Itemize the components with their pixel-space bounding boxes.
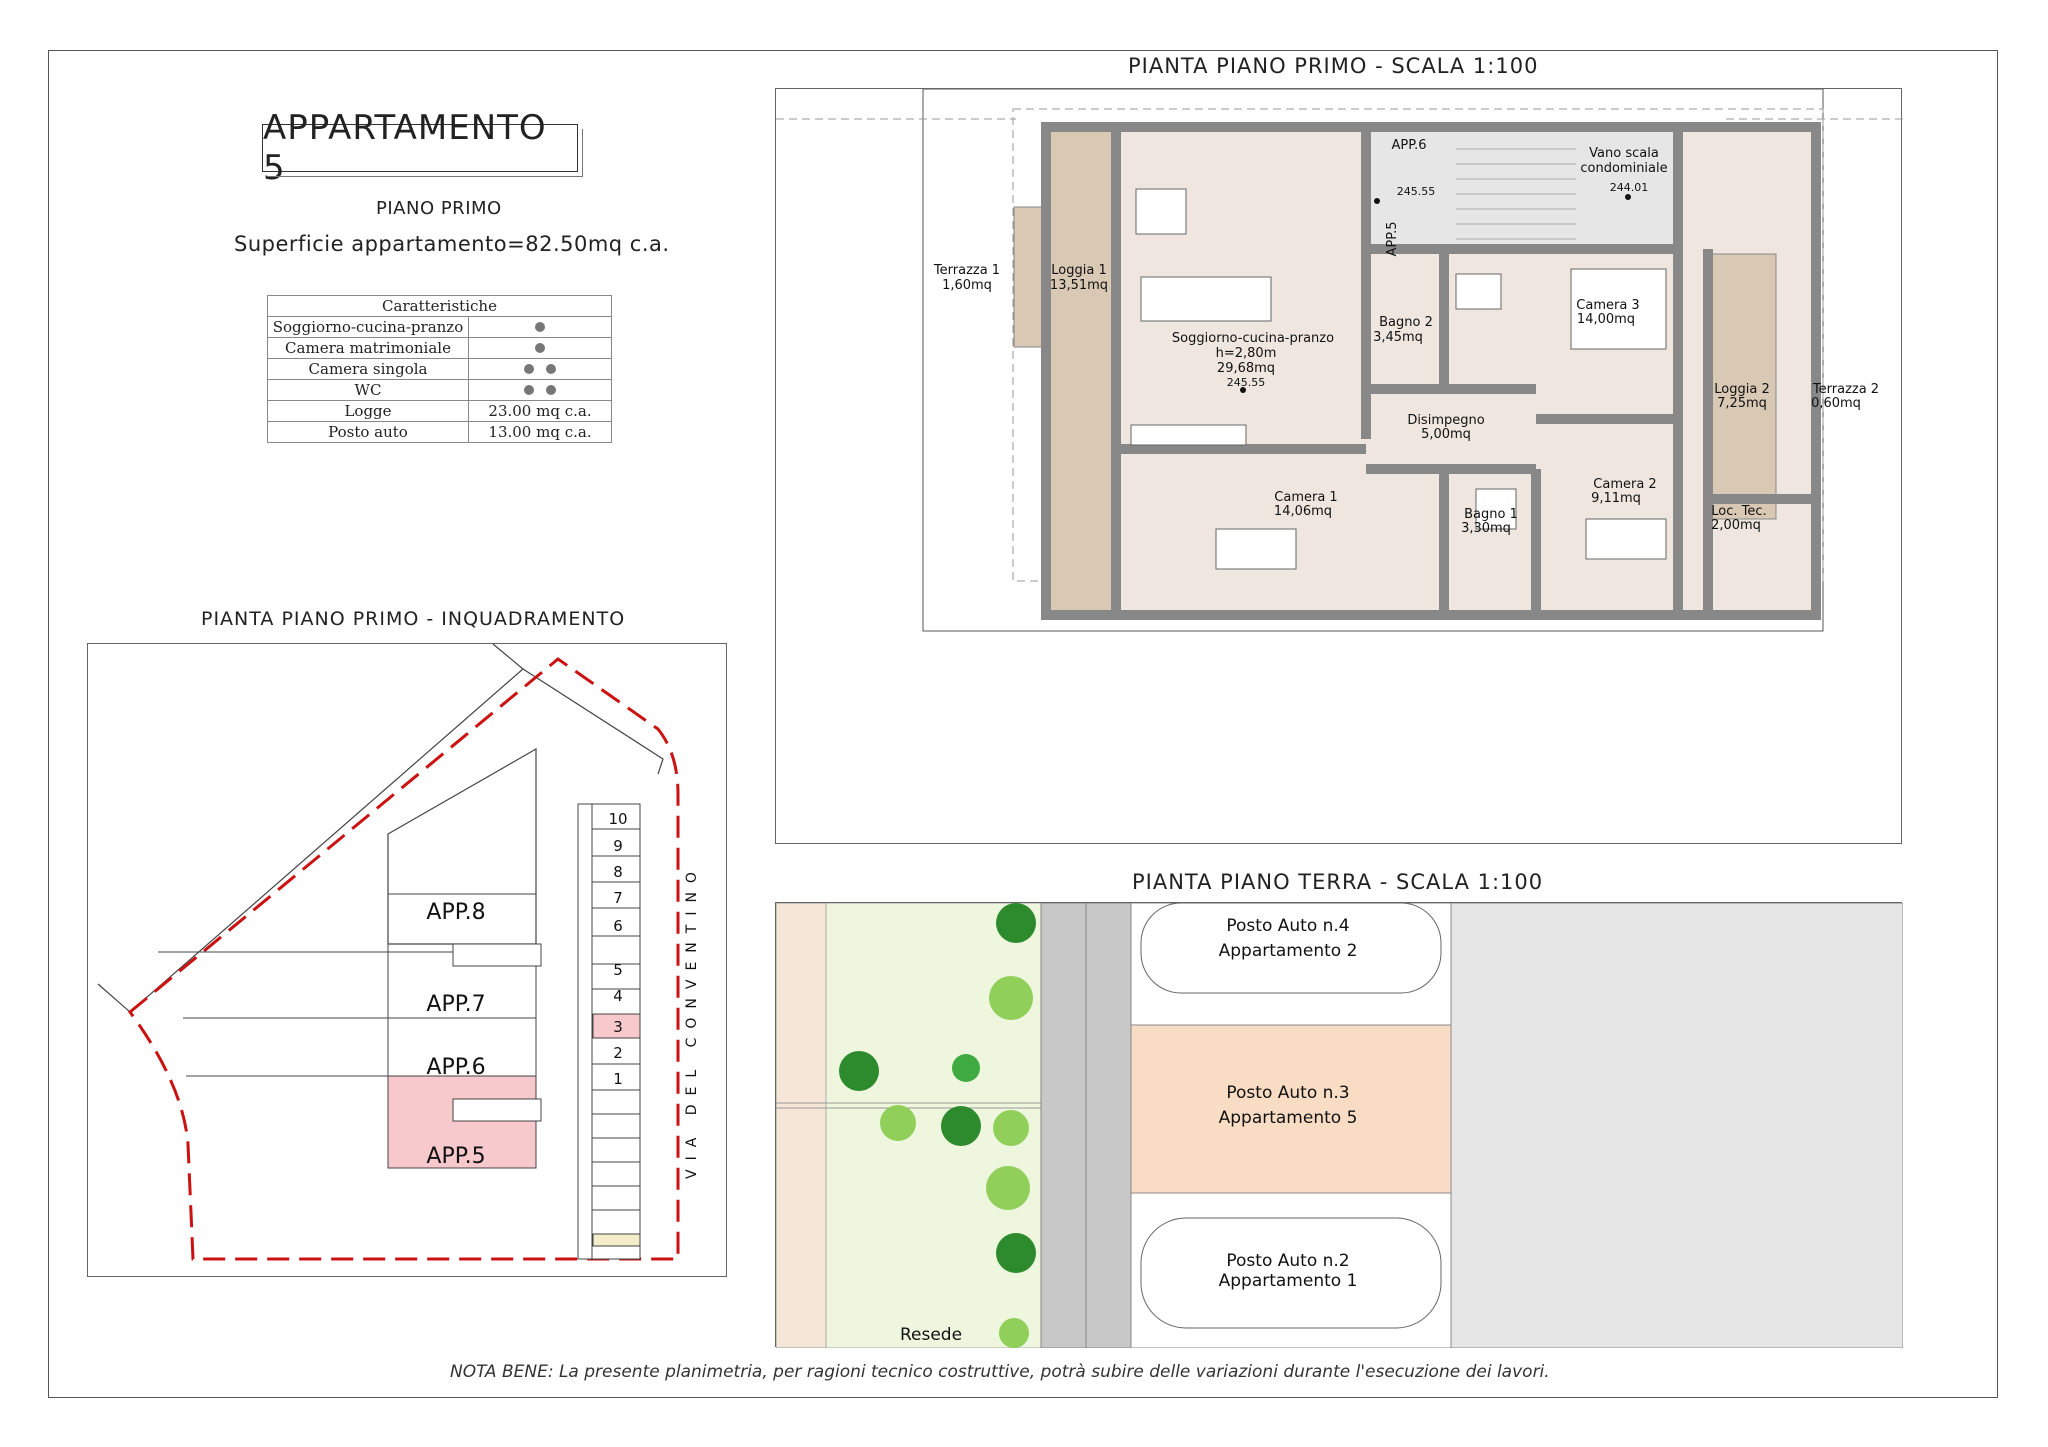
floor-label: PIANO PRIMO bbox=[376, 198, 502, 219]
key-plan-drawing: 10 9 8 7 6 5 4 3 2 1 APP.8 APP.7 APP.6 A… bbox=[97, 643, 700, 1261]
table-row: Soggiorno-cucina-pranzo bbox=[267, 316, 612, 338]
loggia2-label: Loggia 2 bbox=[1714, 382, 1769, 397]
bullet-dot bbox=[524, 364, 534, 374]
bagno2-area: 3,45mq bbox=[1373, 330, 1423, 345]
surface-label: Superficie appartamento=82.50mq c.a. bbox=[234, 232, 670, 256]
parking-number: 9 bbox=[613, 837, 623, 855]
stair-label: Vano scala bbox=[1589, 146, 1659, 161]
terrazza2-label: Terrazza 2 bbox=[1812, 382, 1879, 397]
ground-floor-title: PIANTA PIANO TERRA - SCALA 1:100 bbox=[1132, 870, 1544, 894]
parking-spot-owner: Appartamento 5 bbox=[1219, 1108, 1358, 1128]
parking-spot-owner: Appartamento 2 bbox=[1219, 941, 1358, 961]
footer-note: NOTA BENE: La presente planimetria, per … bbox=[450, 1362, 1550, 1382]
first-floor-title: PIANTA PIANO PRIMO - SCALA 1:100 bbox=[1128, 54, 1539, 78]
bagno1-area: 3,30mq bbox=[1461, 521, 1511, 536]
bullet-dot bbox=[524, 385, 534, 395]
parking-number: 1 bbox=[613, 1070, 623, 1088]
ground-floor-panel: Posto Auto n.4 Appartamento 2 Posto Auto… bbox=[775, 902, 1904, 1349]
parking-number: 7 bbox=[613, 889, 623, 907]
street-name: VIA DEL CONVENTINO bbox=[684, 863, 700, 1179]
apartment-label: APP.5 bbox=[426, 1144, 485, 1169]
loggia1-label: Loggia 1 bbox=[1051, 263, 1106, 278]
table-row: Camera singola bbox=[267, 358, 612, 380]
disimpegno-label: Disimpegno bbox=[1407, 413, 1484, 428]
parking-number: 2 bbox=[613, 1044, 623, 1062]
apartment-label: APP.8 bbox=[426, 900, 485, 925]
parking-number: 8 bbox=[613, 863, 623, 881]
table-row: Camera matrimoniale bbox=[267, 337, 612, 359]
first-floor-panel: Terrazza 1 1,60mq Loggia 1 13,51mq Soggi… bbox=[775, 88, 1903, 844]
features-table-header: Caratteristiche bbox=[267, 295, 612, 317]
page-frame bbox=[48, 50, 1998, 1398]
terrazza1-area: 1,60mq bbox=[942, 278, 992, 293]
key-plan-panel: 10 9 8 7 6 5 4 3 2 1 APP.8 APP.7 APP.6 A… bbox=[87, 643, 727, 1277]
bagno2-label: Bagno 2 bbox=[1379, 315, 1433, 330]
page-title: APPARTAMENTO 5 bbox=[262, 108, 583, 188]
terrazza2-area: 0,60mq bbox=[1811, 396, 1861, 411]
apartment-label: APP.7 bbox=[426, 992, 485, 1017]
camera2-label: Camera 2 bbox=[1593, 477, 1656, 492]
loggia2-area: 7,25mq bbox=[1717, 396, 1767, 411]
soggiorno-label: Soggiorno-cucina-pranzo bbox=[1172, 331, 1334, 346]
app5-highlight bbox=[387, 1075, 537, 1169]
parking-spot-title: Posto Auto n.2 bbox=[1226, 1251, 1349, 1271]
camera1-area: 14,06mq bbox=[1274, 504, 1332, 519]
table-row: WC bbox=[267, 379, 612, 401]
soggiorno-level: 245.55 bbox=[1227, 376, 1266, 389]
camera3-area: 14,00mq bbox=[1577, 312, 1635, 327]
soggiorno-height: h=2,80m bbox=[1216, 346, 1277, 361]
features-table: Caratteristiche Soggiorno-cucina-pranzo … bbox=[267, 295, 612, 443]
bagno1-label: Bagno 1 bbox=[1464, 507, 1518, 522]
stair-level: 244.01 bbox=[1610, 181, 1649, 194]
camera3-label: Camera 3 bbox=[1576, 298, 1639, 313]
bullet-dot bbox=[535, 343, 545, 353]
landing-level: 245.55 bbox=[1397, 185, 1436, 198]
site-boundary bbox=[127, 657, 680, 1261]
app6-label: APP.6 bbox=[1392, 138, 1427, 153]
first-floor-drawing: Terrazza 1 1,60mq Loggia 1 13,51mq Soggi… bbox=[776, 88, 1903, 632]
parking-spot-title: Posto Auto n.3 bbox=[1226, 1083, 1349, 1103]
parking-spot-owner: Appartamento 1 bbox=[1219, 1271, 1358, 1291]
garden-label: Resede bbox=[900, 1325, 962, 1345]
loggia1-area: 13,51mq bbox=[1050, 278, 1108, 293]
bullet-dot bbox=[546, 364, 556, 374]
loctec-label: Loc. Tec. bbox=[1711, 504, 1766, 519]
soggiorno-area: 29,68mq bbox=[1217, 361, 1275, 376]
camera2-area: 9,11mq bbox=[1591, 491, 1641, 506]
parking-number: 10 bbox=[608, 810, 627, 828]
parking-spot-highlight bbox=[1130, 1024, 1452, 1194]
parking-number: 4 bbox=[613, 987, 623, 1005]
parking-number: 6 bbox=[613, 917, 623, 935]
stair-label-2: condominiale bbox=[1580, 161, 1667, 176]
ground-floor-drawing: Posto Auto n.4 Appartamento 2 Posto Auto… bbox=[775, 902, 1904, 1349]
bullet-dot bbox=[546, 385, 556, 395]
parking-number: 3 bbox=[613, 1018, 623, 1036]
loctec-area: 2,00mq bbox=[1711, 518, 1761, 533]
apartment-label: APP.6 bbox=[426, 1055, 485, 1080]
bullet-dot bbox=[535, 322, 545, 332]
parking-spot-title: Posto Auto n.4 bbox=[1226, 916, 1349, 936]
camera1-label: Camera 1 bbox=[1274, 490, 1337, 505]
terrazza1-label: Terrazza 1 bbox=[933, 263, 1000, 278]
key-plan-title: PIANTA PIANO PRIMO - INQUADRAMENTO bbox=[201, 608, 626, 630]
disimpegno-area: 5,00mq bbox=[1421, 427, 1471, 442]
parking-number: 5 bbox=[613, 961, 623, 979]
app5-label: APP.5 bbox=[1385, 222, 1400, 257]
